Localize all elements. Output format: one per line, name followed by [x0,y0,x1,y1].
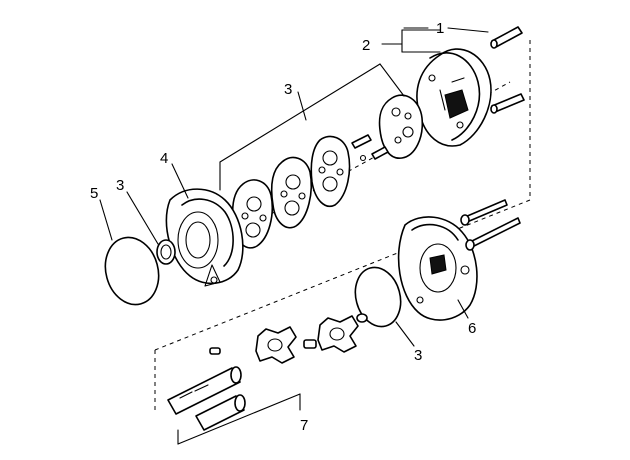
dowel-pin-upper [490,26,523,49]
gear-key-a [303,339,317,349]
callout-1: 1 [436,20,444,37]
gasket-plate-a [310,135,351,207]
front-body [397,216,478,321]
callout-3-right: 3 [414,347,422,364]
through-bolt-lower [465,217,521,251]
callout-5: 5 [90,185,98,202]
callout-2: 2 [362,37,370,54]
o-ring-large [104,236,160,306]
callout-6: 6 [468,320,476,337]
through-bolt-upper [460,199,508,226]
o-ring-medium [354,266,402,328]
dowel-pin-lower [490,93,525,114]
gear-key-b [356,313,368,323]
callout-3-left: 3 [116,177,124,194]
callout-7: 7 [300,417,308,434]
wear-plate [378,94,424,159]
gear-key-c [209,347,221,355]
idler-shaft [195,394,246,431]
small-pin-upper [351,134,372,149]
drive-shaft [167,366,242,415]
callout-3-top: 3 [284,81,292,98]
shaft-seal [156,239,176,265]
pump-housing [165,188,244,287]
driven-gear [255,326,297,364]
callout-4: 4 [160,150,168,167]
gasket-plate-b [270,156,312,229]
small-pin-lower [359,146,389,162]
drive-gear [317,315,359,353]
rear-cover-plate [416,48,492,147]
leader-lines [99,27,489,445]
